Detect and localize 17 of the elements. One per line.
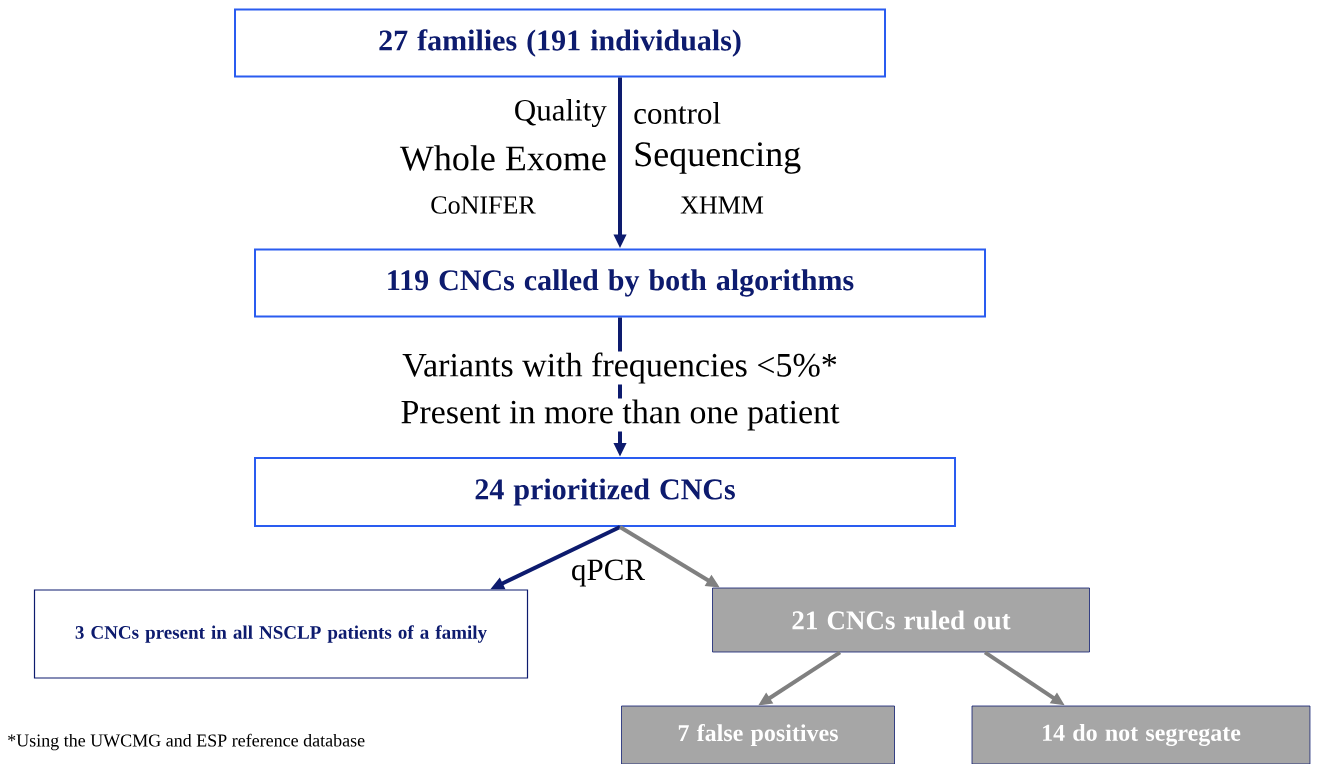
excluded-box: 21 CNCs ruled out: [712, 587, 1090, 653]
step-label: qPCR: [569, 558, 647, 588]
process-box: 27 families (191 individuals): [234, 8, 886, 78]
step-label: Variants with frequencies <5%*: [401, 351, 839, 385]
step-label: CoNIFER: [431, 196, 536, 214]
step-label: Whole Exome: [399, 145, 606, 171]
step-label: Present in more than one patient: [399, 398, 841, 432]
step-label: Sequencing: [635, 142, 801, 174]
footnote: *Using the UWCMG and ESP reference database: [8, 733, 365, 751]
process-box: 24 prioritized CNCs: [254, 457, 956, 527]
step-label: XHMM: [680, 196, 764, 214]
process-box: 119 CNCs called by both algorithms: [254, 248, 986, 318]
excluded-box: 7 false positives: [621, 705, 895, 764]
result-box: 3 CNCs present in all NSCLP patients of a family: [33, 589, 529, 679]
step-label: control: [634, 102, 721, 124]
step-label: Quality: [515, 98, 607, 128]
excluded-box: 14 do not segregate: [971, 705, 1311, 764]
